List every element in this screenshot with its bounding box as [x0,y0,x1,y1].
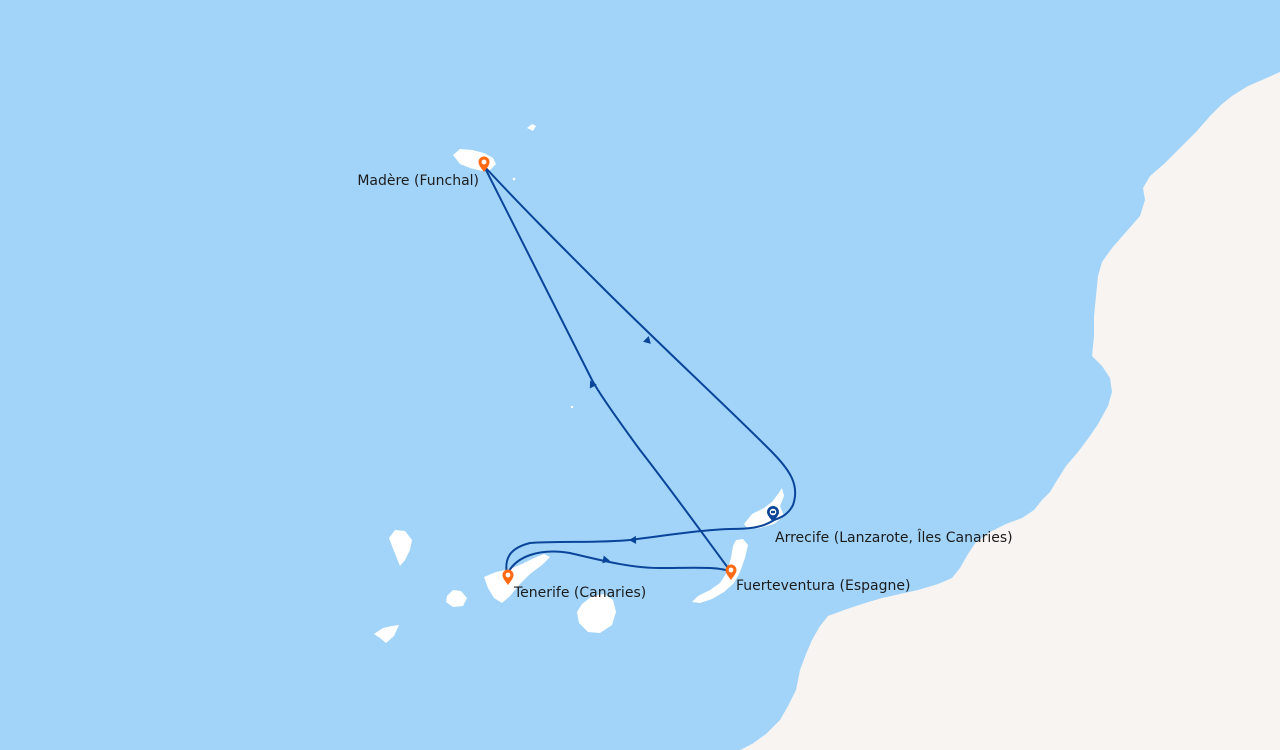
direction-arrow [629,535,637,544]
route-leg-tenerife-fuerteventura [506,550,732,576]
port-label-fuerteventura[interactable]: Fuerteventura (Espagne) [736,578,910,594]
port-label-arrecife[interactable]: Arrecife (Lanzarote, Îles Canaries) [775,528,1013,546]
port-fuerteventura[interactable] [725,564,737,581]
route-leg-fuerteventura-madeira [483,165,732,573]
port-label-madeira[interactable]: Madère (Funchal) [357,173,479,189]
selvagens-islet [570,405,574,409]
direction-arrow [643,336,651,344]
route-leg-madeira-arrecife [483,165,797,521]
ship-pin-icon[interactable] [767,506,779,522]
el-hierro-island [374,625,399,643]
tenerife-island [484,554,550,603]
orange-pin-icon[interactable] [478,156,490,173]
port-label-tenerife[interactable]: Tenerife (Canaries) [513,585,646,601]
africa-coastline [740,72,1280,750]
la-gomera-island [446,590,467,607]
port-madeira[interactable] [478,156,490,173]
direction-arrow [602,555,610,564]
desertas-islet [512,177,516,181]
direction-arrow [589,380,597,389]
port-tenerife[interactable] [502,569,514,586]
fuerteventura-island [692,539,748,603]
porto-santo-island [527,124,536,131]
port-arrecife[interactable] [767,506,779,522]
orange-pin-icon[interactable] [502,569,514,586]
orange-pin-icon[interactable] [725,564,737,581]
la-palma-island [389,530,412,566]
gran-canaria-island [577,594,616,633]
route-direction-arrows [589,336,651,564]
